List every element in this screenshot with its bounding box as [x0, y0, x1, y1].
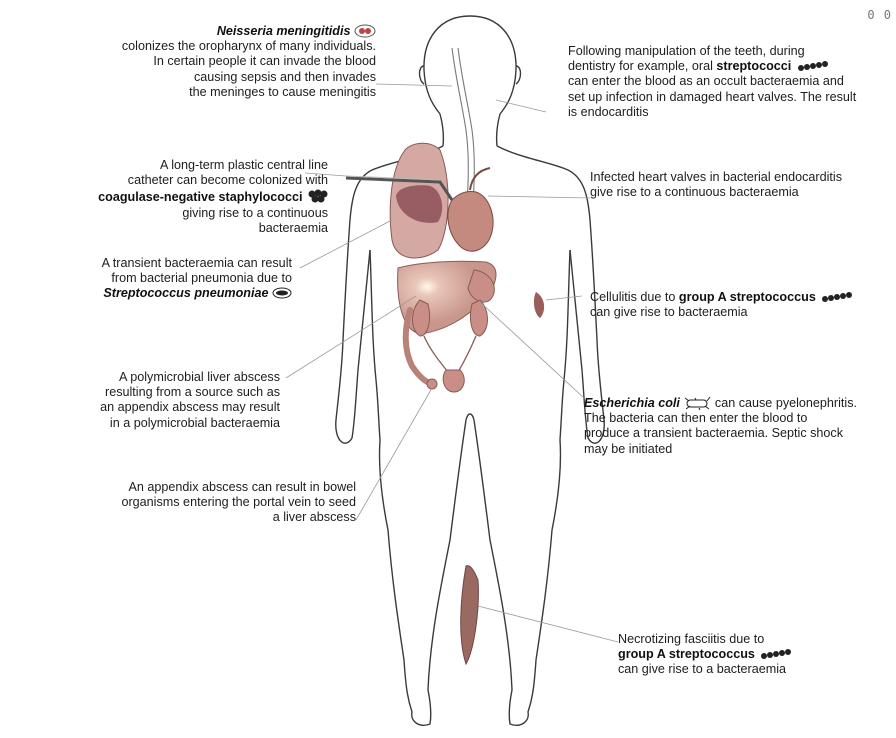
ecoli-line: may be initiated — [584, 442, 857, 457]
heart — [448, 191, 493, 251]
ecoli-line: produce a transient bacteraemia. Septic … — [584, 426, 857, 441]
catheter-line-text: giving rise to a continuous — [98, 206, 328, 221]
liver-abscess-line: in a polymicrobial bacteraemia — [100, 416, 280, 431]
dental-line: can enter the blood as an occult bactera… — [568, 74, 856, 89]
liver-abscess-line: A polymicrobial liver abscess — [100, 370, 280, 385]
streptococcus-chain-icon — [819, 291, 853, 303]
pneumonia-line: A transient bacteraemia can result — [102, 256, 292, 271]
neisseria-line: causing sepsis and then invades — [122, 70, 376, 85]
annotation-neisseria: Neisseria meningitidis colonizes the oro… — [122, 24, 376, 100]
dental-line: Following manipulation of the teeth, dur… — [568, 44, 856, 59]
right-kidney — [470, 300, 487, 336]
group-a-strep-label: group A streptococcus — [679, 290, 816, 304]
ecoli-line: can cause pyelonephritis. — [711, 396, 857, 410]
endocarditis-line: give rise to a continuous bacteraemia — [590, 185, 842, 200]
bacillus-icon — [683, 396, 711, 410]
bladder — [443, 370, 464, 392]
pneumoniae-label: Streptococcus pneumoniae — [103, 286, 268, 300]
pneumonia-line: from bacterial pneumonia due to — [102, 271, 292, 286]
neisseria-line: colonizes the oropharynx of many individ… — [122, 39, 376, 54]
ecoli-line: The bacteria can then enter the blood to — [584, 411, 857, 426]
pneumococcus-icon — [272, 287, 292, 299]
fasciitis-line: can give rise to a bacteraemia — [618, 662, 792, 677]
fasciitis-lesion — [461, 566, 479, 664]
ecoli-name: Escherichia coli — [584, 396, 680, 410]
diplococcus-icon — [354, 24, 376, 38]
staphylococcus-cluster-icon — [306, 188, 328, 204]
leader-lines — [286, 84, 618, 642]
streptococcus-chain-icon — [795, 60, 829, 72]
fasciitis-line: Necrotizing fasciitis due to — [618, 632, 792, 647]
annotation-endocarditis: Infected heart valves in bacterial endoc… — [590, 170, 842, 200]
catheter-line-text: catheter can become colonized with — [98, 173, 328, 188]
corner-mark: 0 0 — [867, 8, 892, 22]
dental-line: is endocarditis — [568, 105, 856, 120]
neisseria-line: the meninges to cause meningitis — [122, 85, 376, 100]
neisseria-line: In certain people it can invade the bloo… — [122, 54, 376, 69]
appendix-line: organisms entering the portal vein to se… — [121, 495, 356, 510]
appendix — [427, 379, 437, 389]
catheter-line-text: A long-term plastic central line — [98, 158, 328, 173]
streptococcus-chain-icon — [758, 648, 792, 660]
dental-line: set up infection in damaged heart valves… — [568, 90, 856, 105]
catheter-line-text: bacteraemia — [98, 221, 328, 236]
annotation-catheter: A long-term plastic central line cathete… — [98, 158, 328, 236]
annotation-appendix: An appendix abscess can result in bowel … — [121, 480, 356, 526]
appendix-line: a liver abscess — [121, 510, 356, 525]
liver-abscess-line: resulting from a source such as — [100, 385, 280, 400]
neisseria-name: Neisseria meningitidis — [217, 24, 351, 38]
appendix-line: An appendix abscess can result in bowel — [121, 480, 356, 495]
streptococci-label: streptococci — [716, 59, 791, 73]
annotation-ecoli: Escherichia coli can cause pyelonephriti… — [584, 396, 857, 457]
cellulitis-line: Cellulitis due to — [590, 290, 679, 304]
annotation-cellulitis: Cellulitis due to group A streptococcus … — [590, 290, 853, 320]
liver-abscess-line: an appendix abscess may result — [100, 400, 280, 415]
annotation-dental: Following manipulation of the teeth, dur… — [568, 44, 856, 120]
group-a-strep-label: group A streptococcus — [618, 647, 755, 661]
dental-line: dentistry for example, oral — [568, 59, 716, 73]
annotation-pneumonia: A transient bacteraemia can result from … — [102, 256, 292, 302]
staphylococci-label: coagulase-negative staphylococci — [98, 190, 302, 204]
annotation-fasciitis: Necrotizing fasciitis due to group A str… — [618, 632, 792, 678]
endocarditis-line: Infected heart valves in bacterial endoc… — [590, 170, 842, 185]
cellulitis-lesion — [534, 292, 544, 318]
annotation-liver-abscess: A polymicrobial liver abscess resulting … — [100, 370, 280, 431]
cellulitis-line: can give rise to bacteraemia — [590, 305, 853, 320]
